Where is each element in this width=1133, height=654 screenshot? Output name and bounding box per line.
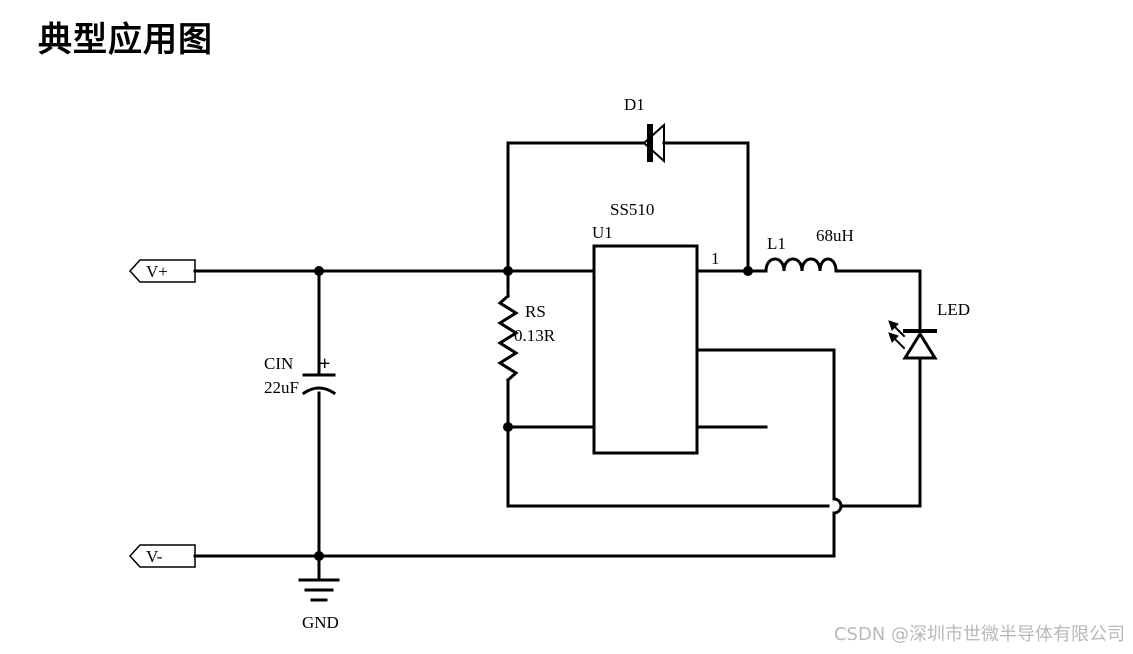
- cin-capacitor-curved-plate: [301, 386, 337, 396]
- vplus-label: V+: [146, 262, 168, 281]
- ic-part-label: SS510: [610, 200, 654, 219]
- gnd-label: GND: [302, 613, 339, 632]
- junction-dot: [314, 551, 324, 561]
- junction-dot: [503, 422, 513, 432]
- junction-dot: [314, 266, 324, 276]
- page-title: 典型应用图: [38, 20, 213, 60]
- cin-ref-label: CIN: [264, 354, 293, 373]
- ic-ref-label: U1: [592, 223, 613, 242]
- rs-value-label: 0.13R: [514, 326, 556, 345]
- inductor-l1: [764, 257, 838, 273]
- vminus-label: V-: [146, 547, 163, 566]
- ic-u1: [592, 244, 699, 455]
- diode-d1: [642, 122, 665, 164]
- l1-ref-label: L1: [767, 234, 786, 253]
- wire-crossover: [832, 497, 843, 515]
- l1-value-label: 68uH: [816, 226, 854, 245]
- junction-dot: [503, 266, 513, 276]
- vminus-port: [128, 544, 196, 568]
- d1-label: D1: [624, 95, 645, 114]
- watermark: CSDN @深圳市世微半导体有限公司: [833, 624, 1125, 645]
- rs-ref-label: RS: [525, 302, 546, 321]
- led-diode: [902, 331, 938, 360]
- cap-plus-label: +: [319, 353, 330, 375]
- junction-dot: [743, 266, 753, 276]
- rs-resistor: [497, 293, 519, 383]
- cin-value-label: 22uF: [264, 378, 299, 397]
- led-label: LED: [937, 300, 970, 319]
- pin1-label: 1: [711, 249, 720, 268]
